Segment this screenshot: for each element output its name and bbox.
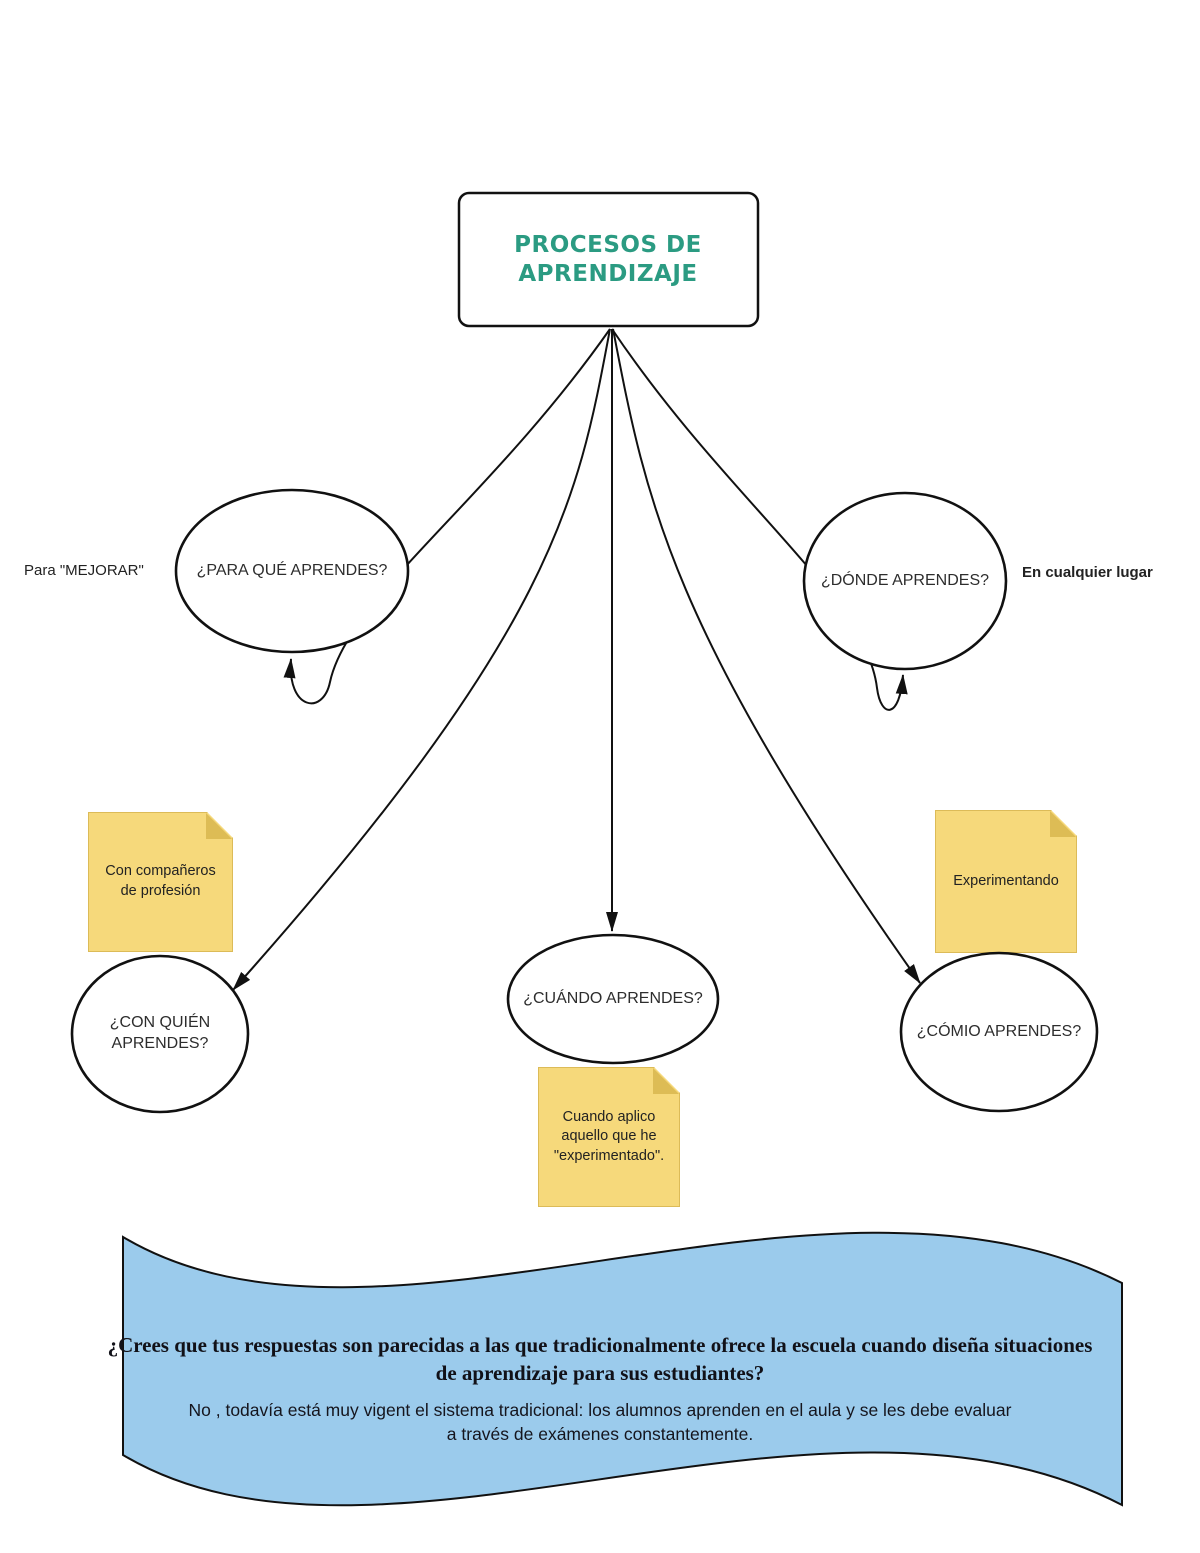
sticky-note-con-quien-text: Con compañeros de profesión	[105, 863, 216, 899]
connector-con-quien-arrow	[232, 328, 611, 991]
node-donde-label: ¿DÓNDE APRENDES?	[820, 571, 990, 589]
node-como-label: ¿CÓMIO APRENDES?	[916, 1022, 1082, 1040]
connector-como-arrow	[612, 328, 921, 984]
node-con-quien-label: ¿CON QUIÉN APRENDES?	[109, 1014, 211, 1052]
diagram-title: PROCESOS DE APRENDIZAJE	[514, 232, 702, 287]
sticky-note-cuando-text: Cuando aplico aquello que he "experiment…	[553, 1108, 665, 1164]
node-cuando-label: ¿CUÁNDO APRENDES?	[523, 989, 703, 1007]
sticky-note-cuando: Cuando aplico aquello que he "experiment…	[538, 1067, 680, 1207]
sticky-note-como-text: Experimentando	[953, 872, 1059, 889]
banner-answer: No , todavía está muy vigent el sistema …	[188, 1400, 1012, 1445]
sticky-note-con-quien: Con compañeros de profesión	[88, 812, 233, 952]
node-para-que-label: ¿PARA QUÉ APRENDES?	[196, 561, 388, 579]
annotation-en-cualquier-lugar: En cualquier lugar	[1022, 564, 1153, 581]
connector-para-que-arrow	[283, 328, 611, 705]
connector-donde-arrow	[611, 328, 908, 711]
banner-question: ¿Crees que tus respuestas son parecidas …	[107, 1333, 1093, 1385]
annotation-para-mejorar: Para "MEJORAR"	[24, 562, 144, 579]
sticky-note-como: Experimentando	[935, 810, 1077, 953]
